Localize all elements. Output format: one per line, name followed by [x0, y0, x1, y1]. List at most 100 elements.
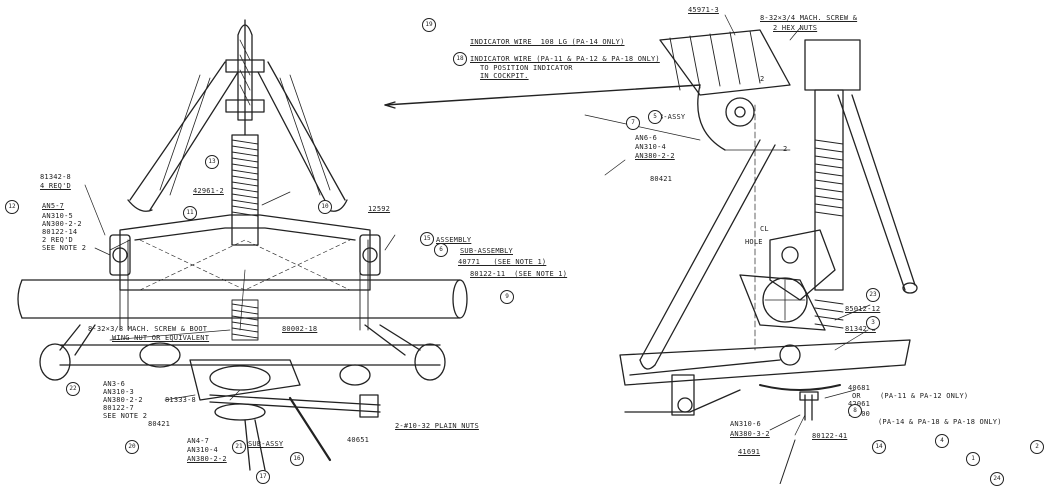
leader-lines: [84, 14, 871, 436]
part-80122-11-label: 80122-11 (SEE NOTE 1): [470, 270, 568, 278]
wing-nut-label: WING NUT OR EQUIVALENT: [112, 334, 210, 342]
callout-balloon: 9: [500, 290, 514, 304]
an300-2-2-label: AN300-2-2: [42, 220, 82, 228]
callout-balloon: 15: [420, 232, 434, 246]
callout-balloon: 6: [434, 243, 448, 257]
callout-balloon: 3: [866, 316, 880, 330]
part-81342-right-label: 81342-8: [845, 325, 876, 333]
see-note-2-left-label: SEE NOTE 2: [42, 244, 87, 252]
sub-assy-right-label: SUB-ASSY: [650, 113, 686, 121]
part-40771-label: 40771 (SEE NOTE 1): [458, 258, 547, 266]
hole-label: HOLE: [745, 238, 763, 246]
shock-strut: [225, 19, 265, 341]
part-81342-left-label: 81342-8: [40, 173, 71, 181]
coil-spring-lower: [231, 299, 259, 341]
cross-member: [109, 214, 381, 331]
pulley-bracket: [697, 84, 726, 151]
mach-screw-left-label: 8-32×3/8 MACH. SCREW & BOOT: [88, 325, 208, 333]
bottom-frame: [619, 339, 911, 386]
callout-balloon: 22: [66, 382, 80, 396]
callout-balloon: 13: [205, 155, 219, 169]
callout-balloon: 2: [1030, 440, 1044, 454]
callout-balloon: 14: [872, 440, 886, 454]
callout-balloon: 18: [453, 52, 467, 66]
assembly-label: ASSEMBLY: [436, 236, 472, 244]
an380-2-2-label: AN380-2-2: [635, 152, 675, 160]
callout-balloon: 5: [648, 110, 662, 124]
lower-frame: [39, 324, 446, 386]
upper-v-struts: [127, 61, 348, 212]
mach-screw-top-label: 8-32×3/4 MACH. SCREW &: [760, 14, 858, 22]
part-top-label: 45971-3: [688, 6, 719, 14]
callout-balloon: 16: [290, 452, 304, 466]
part-80421-right-label: 80421: [650, 175, 673, 183]
rear-strut: [837, 94, 916, 291]
cl-label: CL: [760, 225, 769, 233]
callout-balloon: 24: [990, 472, 1004, 486]
an380-2-2-bottom-label: AN380-2-2: [187, 455, 227, 463]
an6-6-label: AN6-6: [635, 134, 658, 142]
an310-5-label: AN310-5: [42, 212, 73, 220]
left-front-view: [17, 19, 701, 471]
part-80421-left-label: 80421: [148, 420, 171, 428]
callout-balloon: 7: [626, 116, 640, 130]
an310-3-label: AN310-3: [103, 388, 134, 396]
callout-balloon: 17: [256, 470, 270, 484]
an310-6-label: AN310-6: [730, 420, 761, 428]
pa11-note-label: (PA-11 & PA-12 ONLY): [880, 392, 969, 400]
part-40681-label: 40681: [848, 384, 871, 392]
strut-upper: [814, 89, 844, 291]
indicator-wire-pa11-label: INDICATOR WIRE (PA-11 & PA-12 & PA-18 ON…: [470, 55, 660, 63]
callout-balloon: 20: [125, 440, 139, 454]
see-note-2-lower-label: SEE NOTE 2: [103, 412, 148, 420]
right-side-view: [619, 29, 918, 484]
indicator-wire-label: INDICATOR WIRE 108 LG (PA-14 ONLY): [470, 38, 625, 46]
part-12592-label: 12592: [368, 205, 391, 213]
an310-4-label: AN310-4: [635, 143, 666, 151]
part-40651-label: 40651: [347, 436, 370, 444]
part-80002-label: 80002-18: [282, 325, 318, 333]
an380-2-2-left-label: AN380-2-2: [103, 396, 143, 404]
callout-balloon: 23: [866, 288, 880, 302]
an3-6-label: AN3-6: [103, 380, 126, 388]
callout-balloon: 8: [848, 404, 862, 418]
spring-right: [814, 139, 844, 329]
callout-balloon: 11: [183, 206, 197, 220]
callout-balloon: 19: [422, 18, 436, 32]
bottom-pulley: [677, 397, 693, 413]
fuselage-fitting: [804, 39, 861, 91]
wheel-hub: [762, 277, 808, 323]
indicator-wire: [384, 84, 701, 109]
four-reqd-label: 4 REQ'D: [40, 182, 71, 190]
pa14-note-label: (PA-14 & PA-18 & PA-18 ONLY): [878, 418, 1002, 426]
part-81333-label: 81333-8: [165, 396, 196, 404]
plain-nuts-label: 2-#10-32 PLAIN NUTS: [395, 422, 479, 430]
part-80122-41-label: 80122-41: [812, 432, 848, 440]
part-40681-or-label: OR: [852, 392, 861, 400]
hex-nuts-label: 2 HEX NUTS: [773, 24, 818, 32]
lower-bracket: [189, 359, 381, 471]
callout-balloon: 10: [318, 200, 332, 214]
part-80122-14-label: 80122-14: [42, 228, 78, 236]
sub-assembly-label: SUB-ASSEMBLY: [460, 247, 513, 255]
callout-balloon: 12: [5, 200, 19, 214]
callout-balloon: 1: [966, 452, 980, 466]
an380-3-2-label: AN380-3-2: [730, 430, 770, 438]
indicator-bellcrank: [659, 29, 791, 96]
indicator-wire-cockpit-label: IN COCKPIT.: [480, 72, 529, 80]
an310-4-left-label: AN310-4: [187, 446, 218, 454]
an4-7-label: AN4-7: [187, 437, 210, 445]
two-reqd-label: 2 REQ'D: [42, 236, 73, 244]
part-41691-label: 41691: [738, 448, 761, 456]
part-80122-7-label: 80122-7: [103, 404, 134, 412]
callout-balloon: 4: [935, 434, 949, 448]
callout-balloon: 21: [232, 440, 246, 454]
part-85012-label: 85012-12: [845, 305, 881, 313]
sub-assy-left-label: SUB-ASSY: [248, 440, 284, 448]
part-42961-label: 42961-2: [193, 187, 224, 195]
indicator-wire-dest-label: TO POSITION INDICATOR: [480, 64, 573, 72]
dim-2-label: 2: [760, 75, 765, 83]
dim-z-label: 2: [783, 145, 788, 153]
part-42061-label: 42061: [848, 400, 871, 408]
